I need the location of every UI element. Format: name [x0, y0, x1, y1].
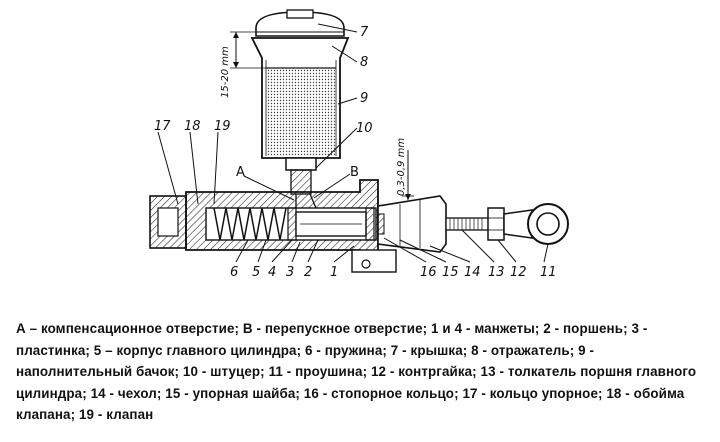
callout-A: A: [236, 165, 245, 180]
callout-11: 11: [540, 265, 557, 280]
callout-16: 16: [420, 265, 437, 280]
dimension-gap: 0,3-0,9 mm: [396, 138, 407, 196]
callout-B: B: [350, 165, 359, 180]
leader-lines: [157, 23, 549, 263]
reservoir: [230, 9, 350, 195]
callout-3: 3: [286, 265, 294, 280]
master-cylinder-diagram: 15-20 mm: [149, 9, 569, 280]
callout-12: 12: [510, 265, 527, 280]
cylinder-body: [149, 179, 397, 273]
callout-18: 18: [184, 119, 201, 134]
callout-15: 15: [442, 265, 459, 280]
callout-1: 1: [330, 265, 338, 280]
callout-19: 19: [214, 119, 231, 134]
callout-17: 17: [154, 119, 171, 134]
callout-9: 9: [360, 91, 368, 106]
callout-8: 8: [360, 55, 368, 70]
callout-14: 14: [464, 265, 481, 280]
callout-5: 5: [252, 265, 260, 280]
figure-caption: А – компенсационное отверстие; В - переп…: [16, 321, 697, 422]
dimension-fluid-level: 15-20 mm: [220, 46, 231, 98]
callout-4: 4: [268, 265, 276, 280]
callout-10: 10: [356, 121, 373, 136]
pushrod-assembly: [377, 150, 569, 253]
callout-13: 13: [488, 265, 505, 280]
callout-7: 7: [360, 25, 369, 40]
callout-6: 6: [230, 265, 238, 280]
callout-2: 2: [304, 265, 312, 280]
